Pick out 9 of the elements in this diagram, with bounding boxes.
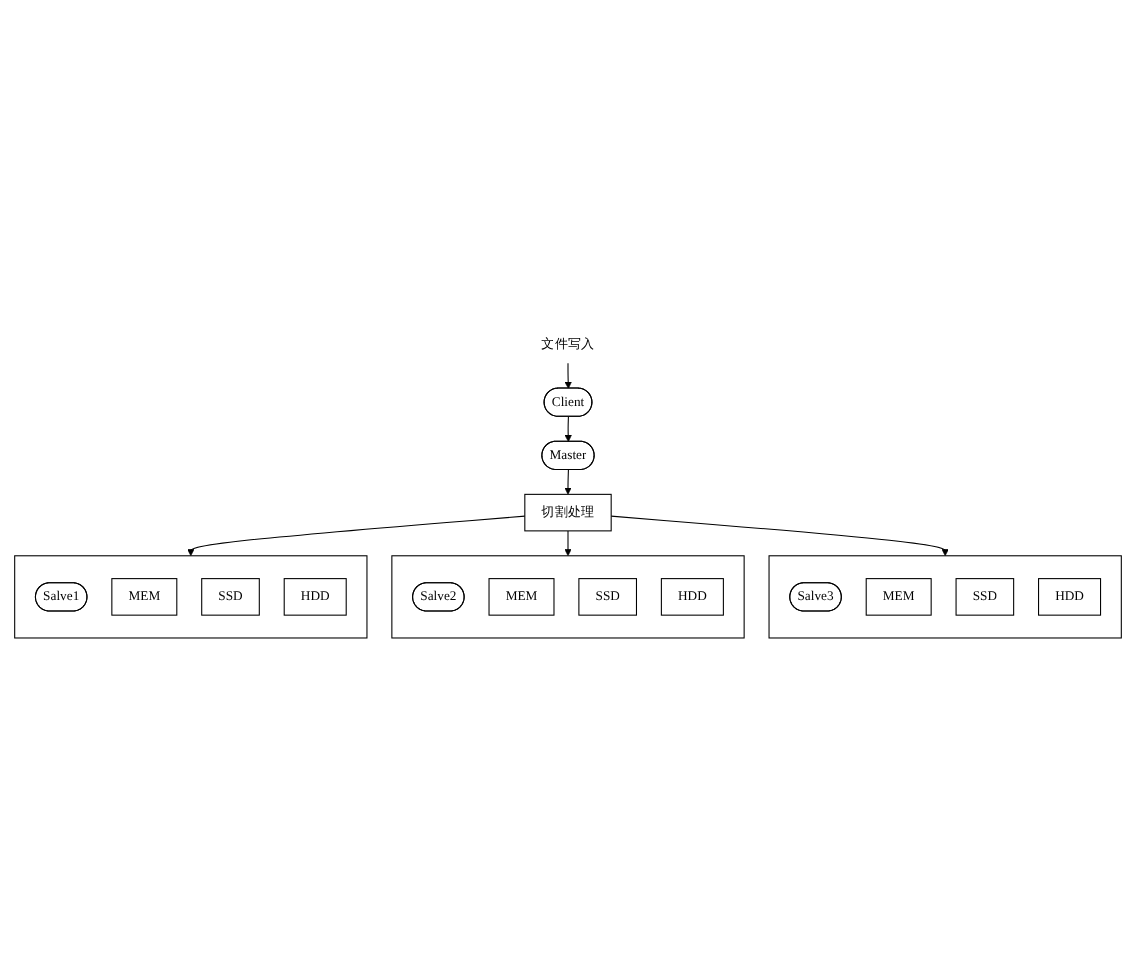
cluster (14, 555, 368, 640)
arrow (564, 363, 572, 390)
arrow (610, 516, 949, 557)
arrow (564, 470, 572, 496)
cluster (768, 555, 1122, 640)
arrow (564, 531, 572, 557)
cluster (391, 555, 745, 640)
arrow (187, 516, 526, 557)
arrow (564, 416, 572, 443)
